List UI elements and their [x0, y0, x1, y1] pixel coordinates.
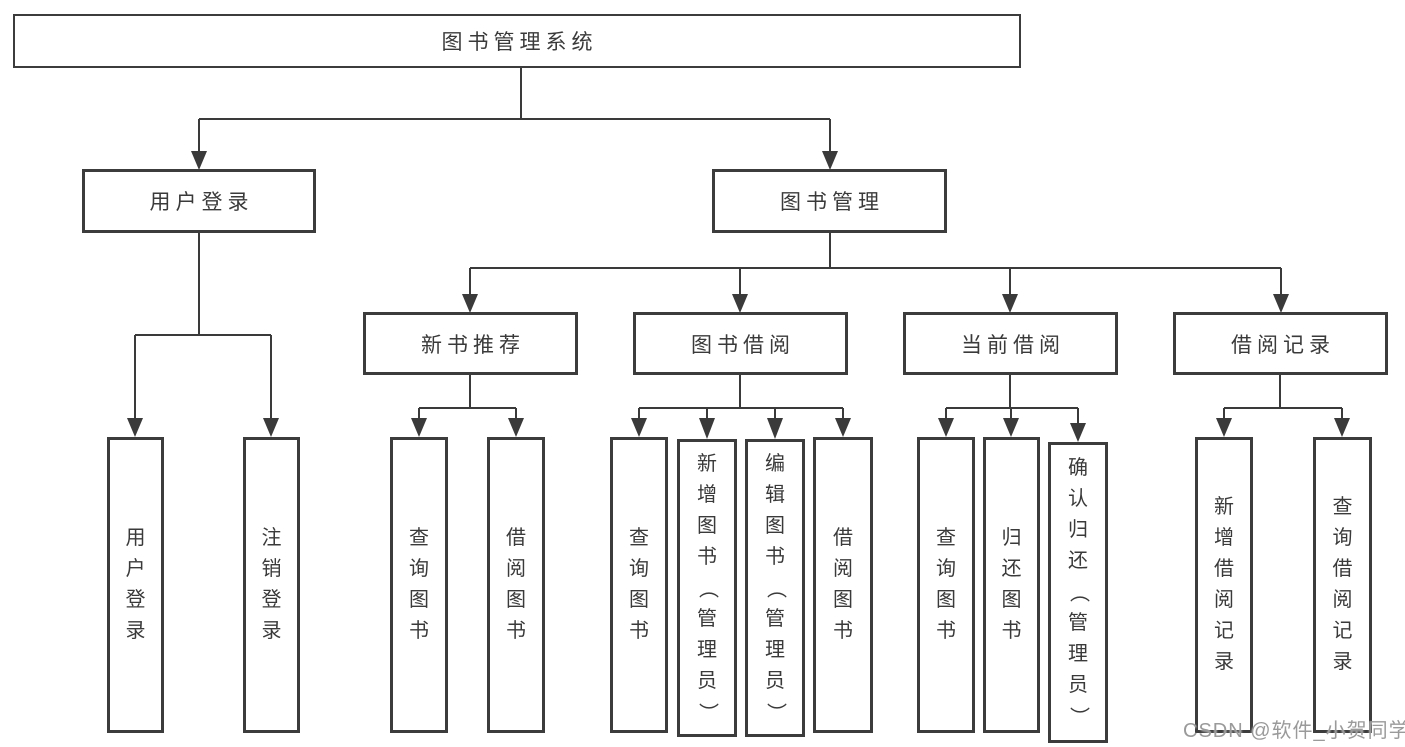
leaf-query-books-borrow: 查询图书: [610, 437, 668, 733]
leaf-borrow-books-recommend-label: 借阅图书: [506, 527, 526, 642]
node-new-book-recommendation-label: 新书推荐: [421, 333, 525, 357]
node-book-management-label: 图书管理: [780, 191, 884, 214]
node-borrowing-records: 借阅记录: [1173, 312, 1388, 375]
node-book-borrowing: 图书借阅: [633, 312, 848, 375]
csdn-watermark: CSDN @软件_小贺同学: [1183, 720, 1405, 742]
leaf-query-books-borrow-label: 查询图书: [629, 527, 649, 642]
leaf-edit-book-admin: 编辑图书（管理员）: [745, 439, 805, 737]
leaf-query-books-recommend-label: 查询图书: [409, 527, 429, 642]
leaf-logout-label: 注销登录: [261, 527, 282, 642]
node-book-borrowing-label: 图书借阅: [691, 333, 795, 357]
node-user-login: 用户登录: [82, 169, 316, 233]
leaf-borrow-books-recommend: 借阅图书: [487, 437, 545, 733]
node-user-login-label: 用户登录: [149, 191, 254, 214]
leaf-add-borrow-record-label: 新增借阅记录: [1214, 496, 1234, 673]
leaf-query-borrow-record-label: 查询借阅记录: [1332, 496, 1353, 673]
leaf-borrow-books-borrow-label: 借阅图书: [833, 527, 853, 642]
node-borrowing-records-label: 借阅记录: [1231, 333, 1335, 357]
leaf-query-books-current: 查询图书: [917, 437, 975, 733]
leaf-confirm-return-admin-label: 确认归还（管理员）: [1067, 457, 1090, 727]
leaf-logout: 注销登录: [243, 437, 300, 733]
leaf-user-login-label: 用户登录: [125, 527, 146, 642]
node-new-book-recommendation: 新书推荐: [363, 312, 578, 375]
leaf-add-book-admin: 新增图书（管理员）: [677, 439, 737, 737]
leaf-query-books-recommend: 查询图书: [390, 437, 448, 733]
node-current-borrowing-label: 当前借阅: [961, 333, 1065, 357]
connector-lines: [134, 68, 1343, 427]
leaf-edit-book-admin-label: 编辑图书（管理员）: [764, 452, 787, 723]
leaf-add-book-admin-label: 新增图书（管理员）: [696, 452, 719, 723]
node-current-borrowing: 当前借阅: [903, 312, 1118, 375]
leaf-user-login: 用户登录: [107, 437, 164, 733]
leaf-borrow-books-borrow: 借阅图书: [813, 437, 873, 733]
leaf-return-books-label: 归还图书: [1001, 527, 1022, 642]
leaf-query-borrow-record: 查询借阅记录: [1313, 437, 1372, 733]
node-book-management: 图书管理: [712, 169, 947, 233]
leaf-return-books: 归还图书: [983, 437, 1040, 733]
node-library-management-system-label: 图书管理系统: [441, 31, 598, 54]
arrowheads: [127, 151, 1350, 442]
leaf-query-books-current-label: 查询图书: [936, 527, 956, 642]
node-library-management-system: 图书管理系统: [13, 14, 1021, 68]
leaf-add-borrow-record: 新增借阅记录: [1195, 437, 1253, 733]
leaf-confirm-return-admin: 确认归还（管理员）: [1048, 442, 1108, 743]
